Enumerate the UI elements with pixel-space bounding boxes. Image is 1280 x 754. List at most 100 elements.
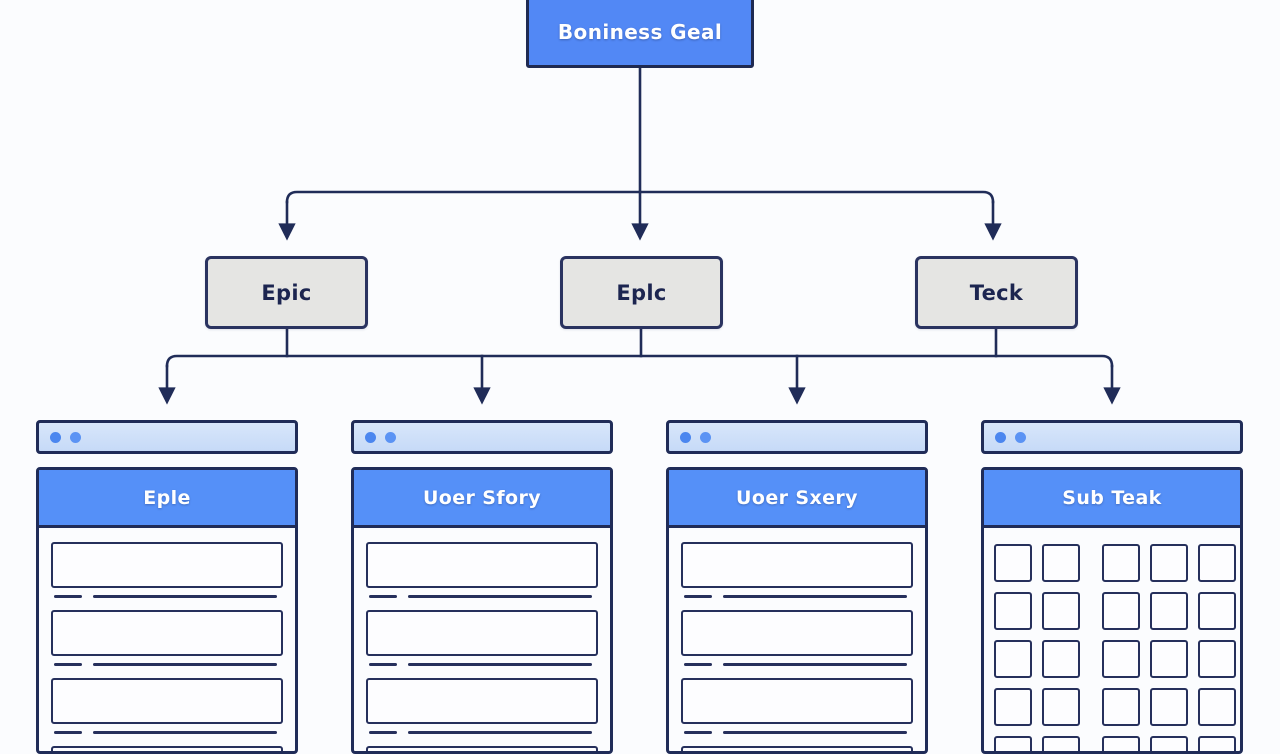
- connector-tier2-bus: [165, 354, 1114, 368]
- placeholder-dash: [684, 595, 712, 598]
- placeholder-box: [366, 678, 598, 724]
- card-user-story-1-window: Uoer Sfory: [351, 467, 613, 754]
- card-epic-header-label: Eple: [143, 486, 191, 509]
- window-dot-icon: [70, 431, 81, 443]
- checkbox-cell[interactable]: [1198, 544, 1236, 582]
- card-user-story-1[interactable]: Uoer Sfory: [351, 420, 613, 754]
- placeholder-box: [51, 746, 283, 751]
- card-sub-task-body: [984, 528, 1240, 751]
- placeholder-box: [51, 542, 283, 588]
- checkbox-cell[interactable]: [994, 592, 1032, 630]
- checkbox-cell[interactable]: [994, 688, 1032, 726]
- placeholder-line: [408, 663, 592, 666]
- placeholder-box: [51, 610, 283, 656]
- node-business-goal[interactable]: Boniness Geal: [526, 0, 754, 68]
- card-user-story-2-titlebar[interactable]: [666, 420, 928, 454]
- checkbox-cell[interactable]: [994, 736, 1032, 751]
- checkbox-cell[interactable]: [994, 544, 1032, 582]
- node-business-goal-label: Boniness Geal: [557, 20, 723, 44]
- card-user-story-1-header-label: Uoer Sfory: [422, 486, 542, 509]
- placeholder-dash: [684, 663, 712, 666]
- checkbox-cell[interactable]: [1150, 592, 1188, 630]
- card-user-story-2-body: [669, 528, 925, 751]
- node-epic-1-label: Epic: [261, 280, 312, 305]
- placeholder-line-row: [681, 731, 913, 734]
- checkbox-cell[interactable]: [1150, 544, 1188, 582]
- card-user-story-1-body: [354, 528, 610, 751]
- card-epic[interactable]: Eple: [36, 420, 298, 754]
- card-sub-task-header: Sub Teak: [984, 470, 1240, 528]
- card-sub-task[interactable]: Sub Teak: [981, 420, 1243, 754]
- placeholder-line-row: [366, 595, 598, 598]
- window-dot-icon: [700, 431, 711, 443]
- card-epic-titlebar[interactable]: [36, 420, 298, 454]
- card-sub-task-window: Sub Teak: [981, 467, 1243, 754]
- diagram-canvas: Boniness Geal Epic Eplc Teck Eple: [36, 0, 1243, 754]
- checkbox-cell[interactable]: [1102, 592, 1140, 630]
- checkbox-cell[interactable]: [1042, 736, 1080, 751]
- checkbox-cell[interactable]: [1150, 736, 1188, 751]
- card-user-story-2-window: Uoer Sxery: [666, 467, 928, 754]
- checkbox-cell[interactable]: [1150, 688, 1188, 726]
- placeholder-line-row: [366, 731, 598, 734]
- node-task[interactable]: Teck: [915, 256, 1078, 329]
- window-dot-icon: [680, 431, 691, 443]
- window-dot-icon: [995, 431, 1006, 443]
- placeholder-line: [93, 595, 277, 598]
- placeholder-line-row: [51, 731, 283, 734]
- card-user-story-2-header: Uoer Sxery: [669, 470, 925, 528]
- placeholder-line-row: [681, 595, 913, 598]
- placeholder-dash: [684, 731, 712, 734]
- node-epic-2[interactable]: Eplc: [560, 256, 723, 329]
- checkbox-cell[interactable]: [1150, 640, 1188, 678]
- placeholder-line: [723, 663, 907, 666]
- card-user-story-1-header: Uoer Sfory: [354, 470, 610, 528]
- card-epic-header: Eple: [39, 470, 295, 528]
- placeholder-line: [93, 731, 277, 734]
- placeholder-box: [681, 678, 913, 724]
- checkbox-cell[interactable]: [1042, 640, 1080, 678]
- placeholder-line-row: [51, 595, 283, 598]
- card-epic-window: Eple: [36, 467, 298, 754]
- checkbox-cluster-left: [994, 544, 1080, 751]
- placeholder-line: [408, 595, 592, 598]
- checkbox-cell[interactable]: [1042, 544, 1080, 582]
- checkbox-cell[interactable]: [1042, 592, 1080, 630]
- window-dot-icon: [50, 431, 61, 443]
- placeholder-box: [51, 678, 283, 724]
- node-task-label: Teck: [969, 280, 1024, 305]
- card-user-story-2-header-label: Uoer Sxery: [736, 486, 858, 509]
- placeholder-dash: [54, 663, 82, 666]
- node-epic-2-label: Eplc: [616, 280, 667, 305]
- window-dot-icon: [365, 431, 376, 443]
- placeholder-dash: [54, 595, 82, 598]
- placeholder-line: [723, 595, 907, 598]
- placeholder-dash: [369, 595, 397, 598]
- placeholder-box: [366, 542, 598, 588]
- checkbox-cell[interactable]: [1102, 640, 1140, 678]
- window-dot-icon: [1015, 431, 1026, 443]
- checkbox-cell[interactable]: [1042, 688, 1080, 726]
- placeholder-box: [681, 610, 913, 656]
- checkbox-cell[interactable]: [1102, 688, 1140, 726]
- checkbox-cell[interactable]: [1198, 640, 1236, 678]
- card-user-story-1-titlebar[interactable]: [351, 420, 613, 454]
- checkbox-cell[interactable]: [1198, 688, 1236, 726]
- placeholder-line: [723, 731, 907, 734]
- card-sub-task-titlebar[interactable]: [981, 420, 1243, 454]
- placeholder-dash: [54, 731, 82, 734]
- placeholder-box: [681, 542, 913, 588]
- placeholder-line: [408, 731, 592, 734]
- checkbox-cell[interactable]: [994, 640, 1032, 678]
- placeholder-line-row: [681, 663, 913, 666]
- checkbox-cell[interactable]: [1198, 592, 1236, 630]
- node-epic-1[interactable]: Epic: [205, 256, 368, 329]
- placeholder-dash: [369, 663, 397, 666]
- placeholder-dash: [369, 731, 397, 734]
- checkbox-cell[interactable]: [1102, 736, 1140, 751]
- checkbox-cell[interactable]: [1198, 736, 1236, 751]
- card-epic-body: [39, 528, 295, 751]
- card-user-story-2[interactable]: Uoer Sxery: [666, 420, 928, 754]
- placeholder-line-row: [366, 663, 598, 666]
- checkbox-cell[interactable]: [1102, 544, 1140, 582]
